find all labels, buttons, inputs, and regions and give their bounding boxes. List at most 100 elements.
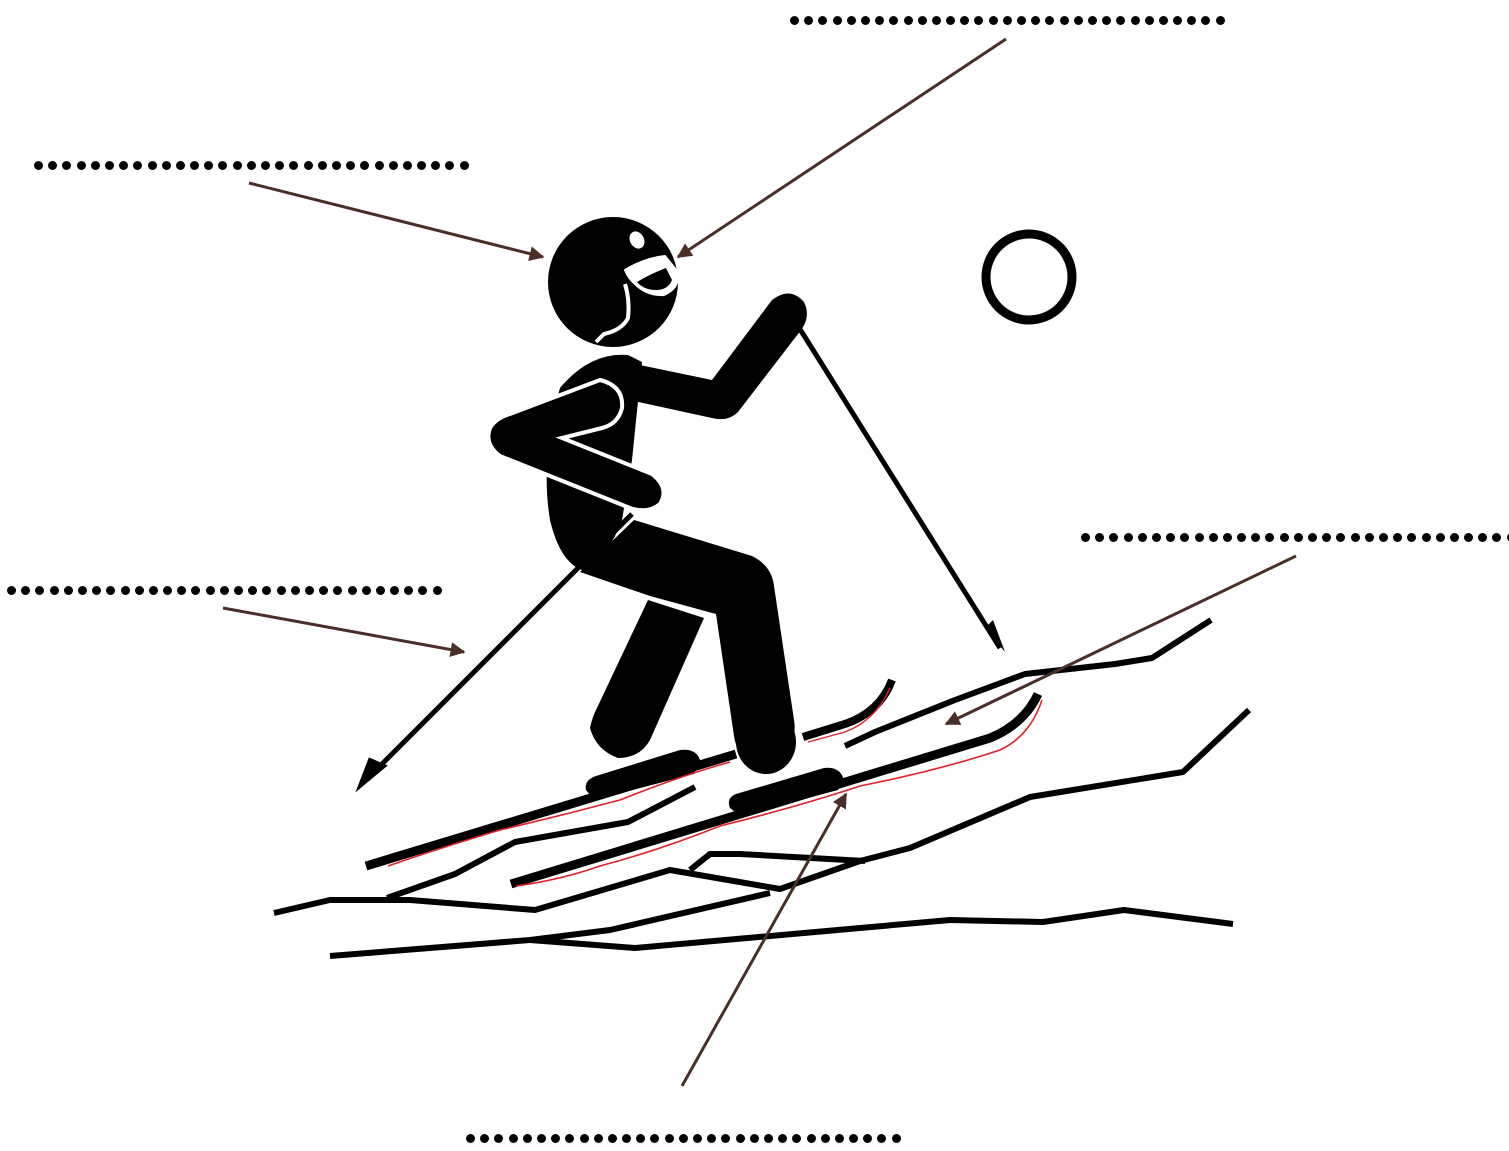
blank-dot [974,16,983,25]
blank-dot [248,586,257,595]
label-bottom[interactable] [466,1131,906,1145]
blank-dot [148,161,157,170]
blank-dot [1074,16,1083,25]
blank-dot [1365,533,1374,542]
blank-dot [1237,533,1246,542]
blank-dot [1152,533,1161,542]
blank-dot [863,1134,872,1143]
blank-dot [1280,533,1289,542]
arrow-helmet [249,183,543,257]
blank-dot [62,161,71,170]
blank-dot [362,586,371,595]
blank-dot [778,1134,787,1143]
blank-dot [119,161,128,170]
blank-dot [650,1134,659,1143]
blank-dot [636,1134,645,1143]
blank-dot [50,586,59,595]
blank-dot [494,1134,503,1143]
blank-dot [721,1134,730,1143]
blank-dot [204,161,213,170]
blank-dot [892,1134,901,1143]
blank-dot [289,161,298,170]
blank-dot [1422,533,1431,542]
blank-dot [1209,533,1218,542]
blank-dot [92,586,101,595]
blank-dot [1173,16,1182,25]
blank-dot [348,586,357,595]
blank-dot [1464,533,1473,542]
blank-dot [319,586,328,595]
blank-dot [247,161,256,170]
blank-dot [509,1134,518,1143]
blank-dot [1095,533,1104,542]
blank-dot [35,586,44,595]
blank-dot [877,1134,886,1143]
blank-dot [318,161,327,170]
back-leg [590,600,704,758]
blank-dot [1265,533,1274,542]
blank-dot [135,586,144,595]
blank-dot [523,1134,532,1143]
blank-dot [64,586,73,595]
blank-dot [1195,533,1204,542]
blank-dot [1478,533,1487,542]
blank-dot [77,161,86,170]
blank-dot [1145,16,1154,25]
arrow-pole [223,608,464,652]
label-top-left[interactable] [34,158,474,172]
blank-dot [404,586,413,595]
blank-dot [1216,16,1225,25]
blank-dot [105,161,114,170]
label-left[interactable] [7,583,447,597]
label-right[interactable] [1081,530,1509,544]
blank-dot [305,586,314,595]
blank-dot [389,161,398,170]
blank-dot [233,161,242,170]
arrow-goggles [678,39,1006,257]
blank-dot [833,16,842,25]
blank-dot [190,161,199,170]
blank-dot [804,16,813,25]
blank-dot [1492,533,1501,542]
blank-dot [220,586,229,595]
blank-dot [1393,533,1402,542]
sun-icon [986,234,1072,320]
blank-dot [1187,16,1196,25]
blank-dot [445,161,454,170]
blank-dot [835,1134,844,1143]
blank-dot [291,586,300,595]
blank-dot [946,16,955,25]
blank-dot [932,16,941,25]
blank-dot [1251,533,1260,542]
blank-dot [375,161,384,170]
blank-dot [262,586,271,595]
blank-dot [1138,533,1147,542]
blank-dot [176,161,185,170]
blank-dot [48,161,57,170]
blank-dot [736,1134,745,1143]
blank-dot [1351,533,1360,542]
blank-dot [537,1134,546,1143]
ski-pole-left-tip [360,760,384,786]
blank-dot [904,16,913,25]
blank-dot [1017,16,1026,25]
blank-dot [275,161,284,170]
blank-dot [106,586,115,595]
blank-dot [1379,533,1388,542]
blank-dot [333,586,342,595]
blank-dot [431,161,440,170]
blank-dot [764,1134,773,1143]
blank-dot [1166,533,1175,542]
blank-dot [417,161,426,170]
blank-dot [418,586,427,595]
blank-dot [847,16,856,25]
blank-dot [332,161,341,170]
blank-dot [234,586,243,595]
blank-dot [1436,533,1445,542]
blank-dot [565,1134,574,1143]
blank-dot [162,161,171,170]
label-top-right[interactable] [790,13,1230,27]
blank-dot [1045,16,1054,25]
blank-dot [608,1134,617,1143]
